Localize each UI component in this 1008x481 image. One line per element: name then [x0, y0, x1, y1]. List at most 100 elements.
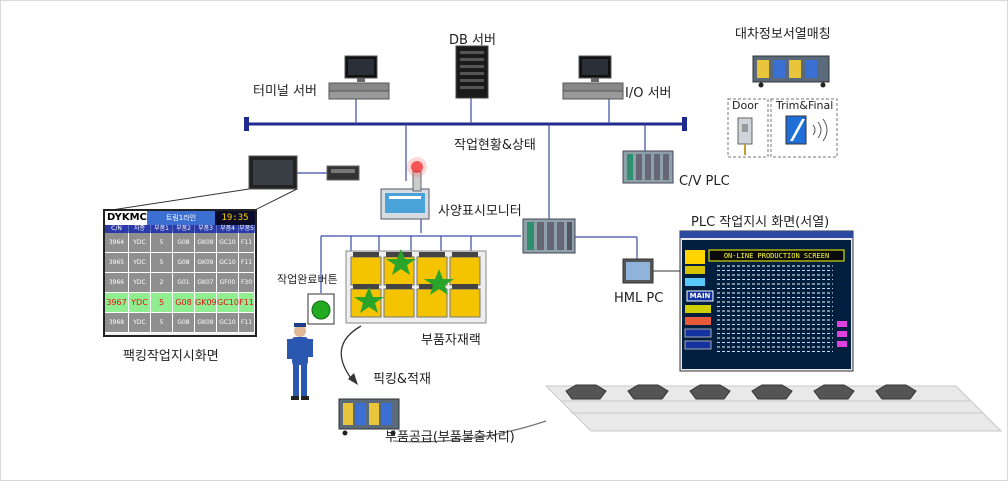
carrier	[751, 384, 793, 400]
packing-table-cell: GK07	[195, 273, 217, 292]
packing-table-cell: YDC	[129, 293, 151, 312]
packing-table-cell: GC10	[217, 313, 239, 332]
packing-header-cell: 부품1	[151, 225, 173, 233]
door-label: Door	[732, 99, 759, 112]
rack-stars	[354, 249, 454, 313]
terminal-server-label: 터미널 서버	[253, 84, 317, 99]
door-box	[727, 98, 769, 158]
spec-monitor-label: 사양표시모니터	[438, 204, 522, 219]
rack-indicator	[419, 284, 445, 289]
network-bus	[244, 117, 687, 131]
io-server-label: I/O 서버	[625, 86, 672, 101]
packing-title: 트림1라인	[147, 211, 215, 225]
packing-header-cell: 차종	[129, 225, 151, 233]
packing-table-cell: F11	[239, 313, 255, 332]
sequence-cart	[752, 55, 830, 88]
packing-table-cell: GK09	[195, 233, 217, 252]
packing-time: 19:35	[215, 211, 255, 225]
packing-table-cell: YDC	[129, 233, 151, 252]
io-server	[562, 55, 624, 100]
packing-table-cell: GC10	[217, 253, 239, 272]
rack-cell	[383, 288, 415, 318]
picking-arrow	[340, 325, 362, 385]
complete-button-device	[307, 293, 335, 325]
rack-cell	[449, 288, 481, 318]
packing-table-cell: GC10	[217, 293, 239, 312]
packing-table-cell: G08	[173, 313, 195, 332]
packing-header: DYKMC 트림1라인 19:35	[105, 211, 255, 225]
cv-plc	[622, 150, 674, 184]
rack-indicator	[452, 284, 478, 289]
packing-table-cell: G08	[173, 293, 195, 312]
trim-final-label: Trim&Final	[776, 99, 834, 112]
packing-table-cell: YDC	[129, 253, 151, 272]
conveyor-carriers	[565, 384, 917, 400]
done-button-label: 작업완료버튼	[277, 273, 338, 286]
hml-pc-label: HML PC	[614, 291, 664, 306]
packing-table-cell: F30	[239, 273, 255, 292]
packing-table-cell: F11	[239, 233, 255, 252]
work-status-label: 작업현황&상태	[454, 138, 536, 153]
packing-table-cell: G08	[173, 233, 195, 252]
carrier	[627, 384, 669, 400]
rack-cell	[350, 256, 382, 286]
packing-header-cell: C/N	[105, 225, 129, 233]
carrier	[813, 384, 855, 400]
packing-table-cell: F11	[239, 253, 255, 272]
rack-indicator	[419, 252, 445, 257]
star-icon	[424, 269, 454, 295]
star-icon	[354, 287, 384, 313]
plc-screen-title: PLC 작업지시 화면(서열)	[691, 215, 830, 230]
star-icon	[386, 249, 416, 275]
packing-monitor-device	[248, 155, 360, 190]
spec-monitor	[380, 157, 430, 220]
rack-indicator	[353, 284, 379, 289]
plc-data-lines	[717, 265, 833, 352]
rack-indicator	[386, 284, 412, 289]
packing-header-cell: 부품5	[239, 225, 255, 233]
packing-table-cell: 5	[151, 293, 173, 312]
packing-table-cell: 5	[151, 233, 173, 252]
packing-header-cell: 부품3	[195, 225, 217, 233]
packing-table-cell: F11	[239, 293, 255, 312]
packing-table-cell: GK09	[195, 253, 217, 272]
trim-final-box	[770, 98, 838, 158]
db-server	[455, 45, 489, 99]
packing-table-cell: GF00	[217, 273, 239, 292]
packing-logo: DYKMC	[105, 211, 147, 225]
packing-table-cell: 2	[151, 273, 173, 292]
carrier	[565, 384, 607, 400]
worker-figure	[287, 323, 313, 400]
rack-cell	[449, 256, 481, 286]
carrier	[875, 384, 917, 400]
packing-table-cell: G08	[173, 253, 195, 272]
parts-supply-label: 부품공급(부품불출처리)	[385, 430, 515, 445]
picking-label: 픽킹&적재	[373, 372, 431, 387]
hml-pc	[622, 258, 681, 284]
packing-table-cell: 3968	[105, 313, 129, 332]
plc-screen-frame	[679, 230, 854, 372]
terminal-server	[328, 55, 390, 100]
cv-plc-label: C/V PLC	[679, 174, 730, 189]
connection-lines	[297, 98, 646, 293]
carrier	[689, 384, 731, 400]
rack-indicator	[452, 252, 478, 257]
packing-table-cell: YDC	[129, 273, 151, 292]
packing-screen-label: 팩킹작업지시화면	[123, 349, 219, 364]
rack-indicator	[353, 252, 379, 257]
db-server-label: DB 서버	[449, 33, 496, 48]
supply-arrow	[392, 420, 547, 443]
packing-table-cell: G01	[173, 273, 195, 292]
packing-table-cell: YDC	[129, 313, 151, 332]
packing-table-cell: GC10	[217, 233, 239, 252]
plc-banner: ON-LINE PRODUCTION SCREEN	[723, 252, 830, 260]
packing-table-cell: 3964	[105, 233, 129, 252]
packing-table-cell: 5	[151, 253, 173, 272]
